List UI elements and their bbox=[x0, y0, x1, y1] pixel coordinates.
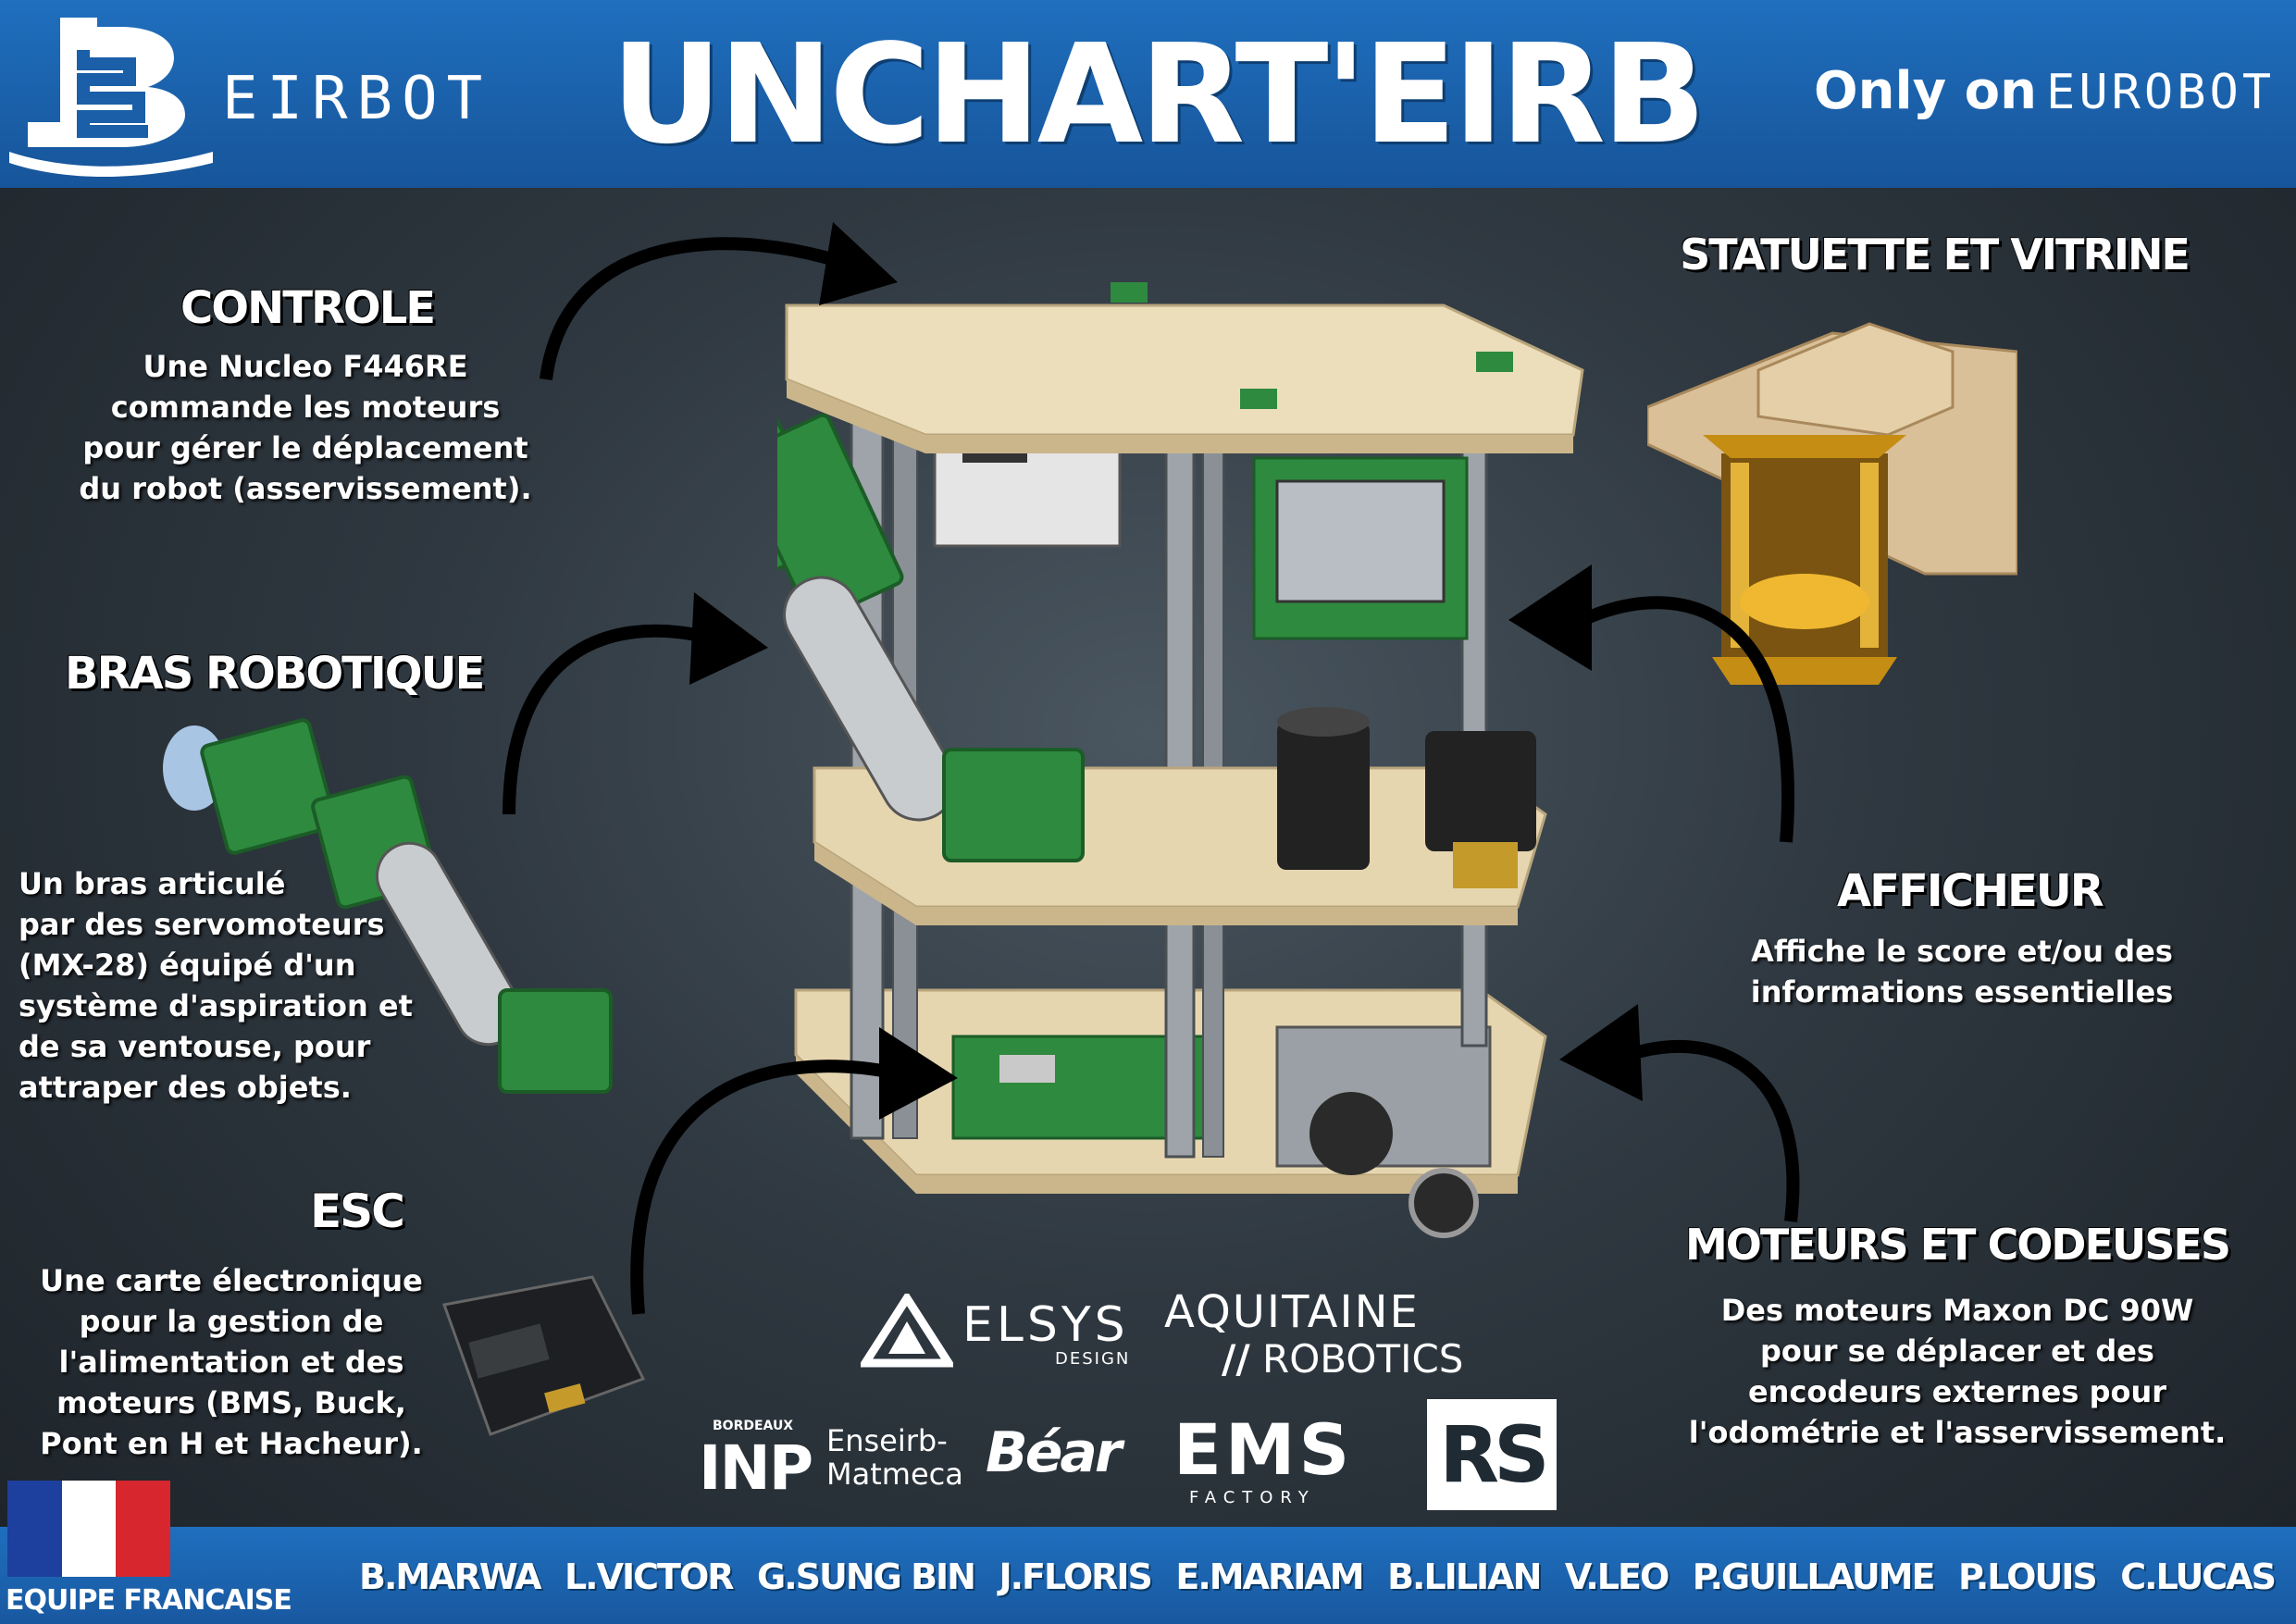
bras-line: Un bras articulé bbox=[19, 866, 286, 901]
bras-line: (MX-28) équipé d'un bbox=[19, 948, 356, 983]
moteurs-text: Des moteurs Maxon DC 90W pour se déplace… bbox=[1657, 1290, 2258, 1453]
robot-render bbox=[777, 282, 1584, 1238]
controle-line: commande les moteurs bbox=[110, 390, 501, 425]
bear-logo-text: Béar bbox=[986, 1420, 1123, 1485]
esc-text: Une carte électronique pour la gestion d… bbox=[19, 1260, 444, 1464]
team-member: G.SUNG BIN bbox=[757, 1556, 976, 1597]
team-label: EQUIPE FRANCAISE bbox=[6, 1584, 292, 1617]
esc-line: l'alimentation et des bbox=[58, 1345, 404, 1380]
team-members: B.MARWA L.VICTOR G.SUNG BIN J.FLORIS E.M… bbox=[359, 1556, 2277, 1597]
eurobot-logo-text: EUROBOT bbox=[2046, 65, 2276, 120]
esc-title: ESC bbox=[310, 1184, 405, 1238]
team-member: J.FLORIS bbox=[999, 1556, 1152, 1597]
aquitaine-line2: // ROBOTICS bbox=[1222, 1336, 1463, 1382]
footer-banner bbox=[0, 1527, 2296, 1624]
controle-line: Une Nucleo F446RE bbox=[143, 349, 468, 384]
afficheur-title: AFFICHEUR bbox=[1837, 865, 2104, 917]
arrow-esc-icon bbox=[630, 1027, 958, 1315]
afficheur-text: Affiche le score et/ou des informations … bbox=[1717, 931, 2207, 1012]
bras-line: système d'aspiration et bbox=[19, 988, 413, 1023]
team-member: C.LUCAS bbox=[2120, 1556, 2277, 1597]
elsys-logo-icon bbox=[861, 1294, 953, 1368]
esc-line: Une carte électronique bbox=[40, 1263, 423, 1298]
flag-red-band bbox=[116, 1481, 171, 1577]
controle-line: pour gérer le déplacement bbox=[82, 430, 528, 465]
afficheur-line: Affiche le score et/ou des bbox=[1751, 934, 2173, 969]
enseirb-line2: Matmeca bbox=[826, 1457, 963, 1492]
controle-text: Une Nucleo F446RE commande les moteurs p… bbox=[56, 346, 555, 509]
flag-white-band bbox=[61, 1481, 117, 1577]
eirbot-logo-icon bbox=[9, 18, 213, 177]
team-member: E.MARIAM bbox=[1175, 1556, 1364, 1597]
bras-title: BRAS ROBOTIQUE bbox=[65, 648, 485, 700]
team-member: V.LEO bbox=[1564, 1556, 1669, 1597]
team-member: B.MARWA bbox=[359, 1556, 542, 1597]
esc-line: moteurs (BMS, Buck, bbox=[56, 1385, 406, 1420]
team-member: L.VICTOR bbox=[564, 1556, 735, 1597]
aquitaine-robotics: ROBOTICS bbox=[1262, 1336, 1464, 1382]
inp-logo-text: INP bbox=[699, 1432, 813, 1504]
arrow-controle-icon bbox=[540, 222, 898, 380]
inp-small: BORDEAUX bbox=[713, 1419, 794, 1433]
moteurs-title: MOTEURS ET CODEUSES bbox=[1685, 1220, 2231, 1270]
statuette-vitrine-render bbox=[1647, 322, 2017, 685]
arrow-afficheur-icon bbox=[1508, 564, 1794, 843]
aquitaine-slash-icon: // bbox=[1222, 1336, 1250, 1382]
elsys-name: ELSYS bbox=[962, 1297, 1129, 1353]
bras-text: Un bras articulé par des servomoteurs (M… bbox=[19, 863, 453, 1108]
elsys-sub: DESIGN bbox=[1055, 1349, 1131, 1369]
aquitaine-line1: AQUITAINE bbox=[1164, 1286, 1420, 1338]
only-on-text: Only on bbox=[1814, 61, 2038, 121]
flag-blue-band bbox=[7, 1481, 62, 1577]
moteurs-line: Des moteurs Maxon DC 90W bbox=[1720, 1293, 2194, 1328]
rs-logo-text: RS bbox=[1439, 1409, 1549, 1500]
statuette-title: STATUETTE ET VITRINE bbox=[1680, 229, 2191, 279]
arrow-bras-icon bbox=[503, 592, 768, 815]
arrow-moteurs-icon bbox=[1559, 1004, 1800, 1222]
esc-board-render bbox=[441, 1275, 646, 1436]
afficheur-line: informations essentielles bbox=[1750, 974, 2174, 1010]
moteurs-line: encodeurs externes pour bbox=[1747, 1374, 2167, 1409]
enseirb-line1: Enseirb- bbox=[826, 1423, 948, 1458]
moteurs-line: l'odométrie et l'asservissement. bbox=[1688, 1415, 2227, 1450]
controle-line: du robot (asservissement). bbox=[79, 471, 532, 506]
esc-line: pour la gestion de bbox=[79, 1304, 384, 1339]
french-flag-icon bbox=[7, 1481, 171, 1577]
bras-line: de sa ventouse, pour bbox=[19, 1029, 371, 1064]
ems-logo-text: EMS bbox=[1173, 1408, 1354, 1491]
team-member: B.LILIAN bbox=[1387, 1556, 1542, 1597]
moteurs-line: pour se déplacer et des bbox=[1760, 1333, 2154, 1369]
brand-name: EIRBOT bbox=[222, 65, 492, 133]
bras-robotique-render bbox=[163, 718, 613, 1094]
bras-line: attraper des objets. bbox=[19, 1070, 352, 1105]
team-member: P.LOUIS bbox=[1957, 1556, 2098, 1597]
esc-line: Pont en H et Hacheur). bbox=[40, 1426, 423, 1461]
team-member: P.GUILLAUME bbox=[1692, 1556, 1936, 1597]
controle-title: CONTROLE bbox=[180, 282, 436, 334]
rs-logo: RS bbox=[1427, 1399, 1557, 1510]
bras-line: par des servomoteurs bbox=[19, 907, 385, 942]
page-title: UNCHART'EIRB bbox=[611, 15, 1706, 174]
ems-sub: FACTORY bbox=[1189, 1488, 1316, 1507]
